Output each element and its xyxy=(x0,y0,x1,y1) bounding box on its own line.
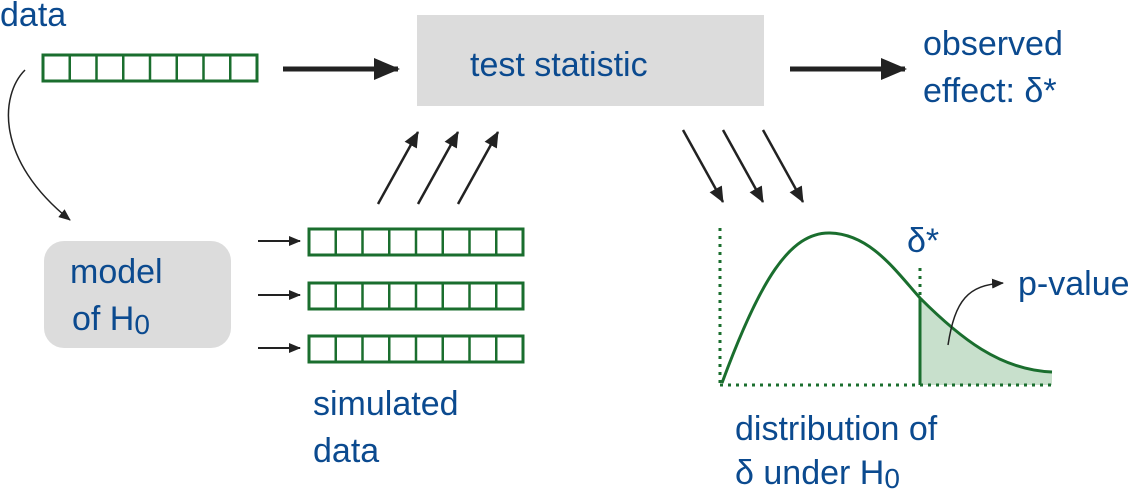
simulated-data-arrays xyxy=(307,227,525,364)
density-curve xyxy=(720,231,1053,384)
distribution-label-line1: distribution of xyxy=(735,410,938,448)
p-value-label: p-value xyxy=(1018,265,1130,303)
simulated-to-statistic-arrows xyxy=(376,131,500,205)
distribution-label-subscript: 0 xyxy=(884,463,900,491)
model-label-of-h: of H xyxy=(72,300,134,338)
p-value-arrow xyxy=(947,278,1004,346)
data-array xyxy=(41,53,259,83)
distribution-label-delta-under-h: δ under H xyxy=(735,454,884,491)
test-statistic-label: test statistic xyxy=(470,46,648,84)
simulated-label-line2: data xyxy=(313,432,379,470)
model-h0-box xyxy=(44,241,231,348)
model-label-line1: model xyxy=(70,253,163,291)
null-distribution-plot xyxy=(718,228,1053,387)
simulated-label-line1: simulated xyxy=(313,385,459,423)
statistic-to-distribution-arrows xyxy=(681,129,805,203)
delta-star-label: δ* xyxy=(907,222,939,260)
model-to-simulated-arrows xyxy=(258,236,301,353)
test-statistic-box xyxy=(417,15,764,106)
distribution-label-line2: δ under H0 xyxy=(735,454,900,491)
model-label-line2: of H0 xyxy=(72,300,150,340)
data-label: data xyxy=(0,0,66,34)
arrow-data-to-model xyxy=(7,69,71,221)
p-value-tail-area xyxy=(920,298,1052,385)
model-label-subscript: 0 xyxy=(134,309,150,340)
observed-label-line1: observed xyxy=(923,25,1063,63)
observed-label-line2: effect: δ* xyxy=(923,72,1057,110)
